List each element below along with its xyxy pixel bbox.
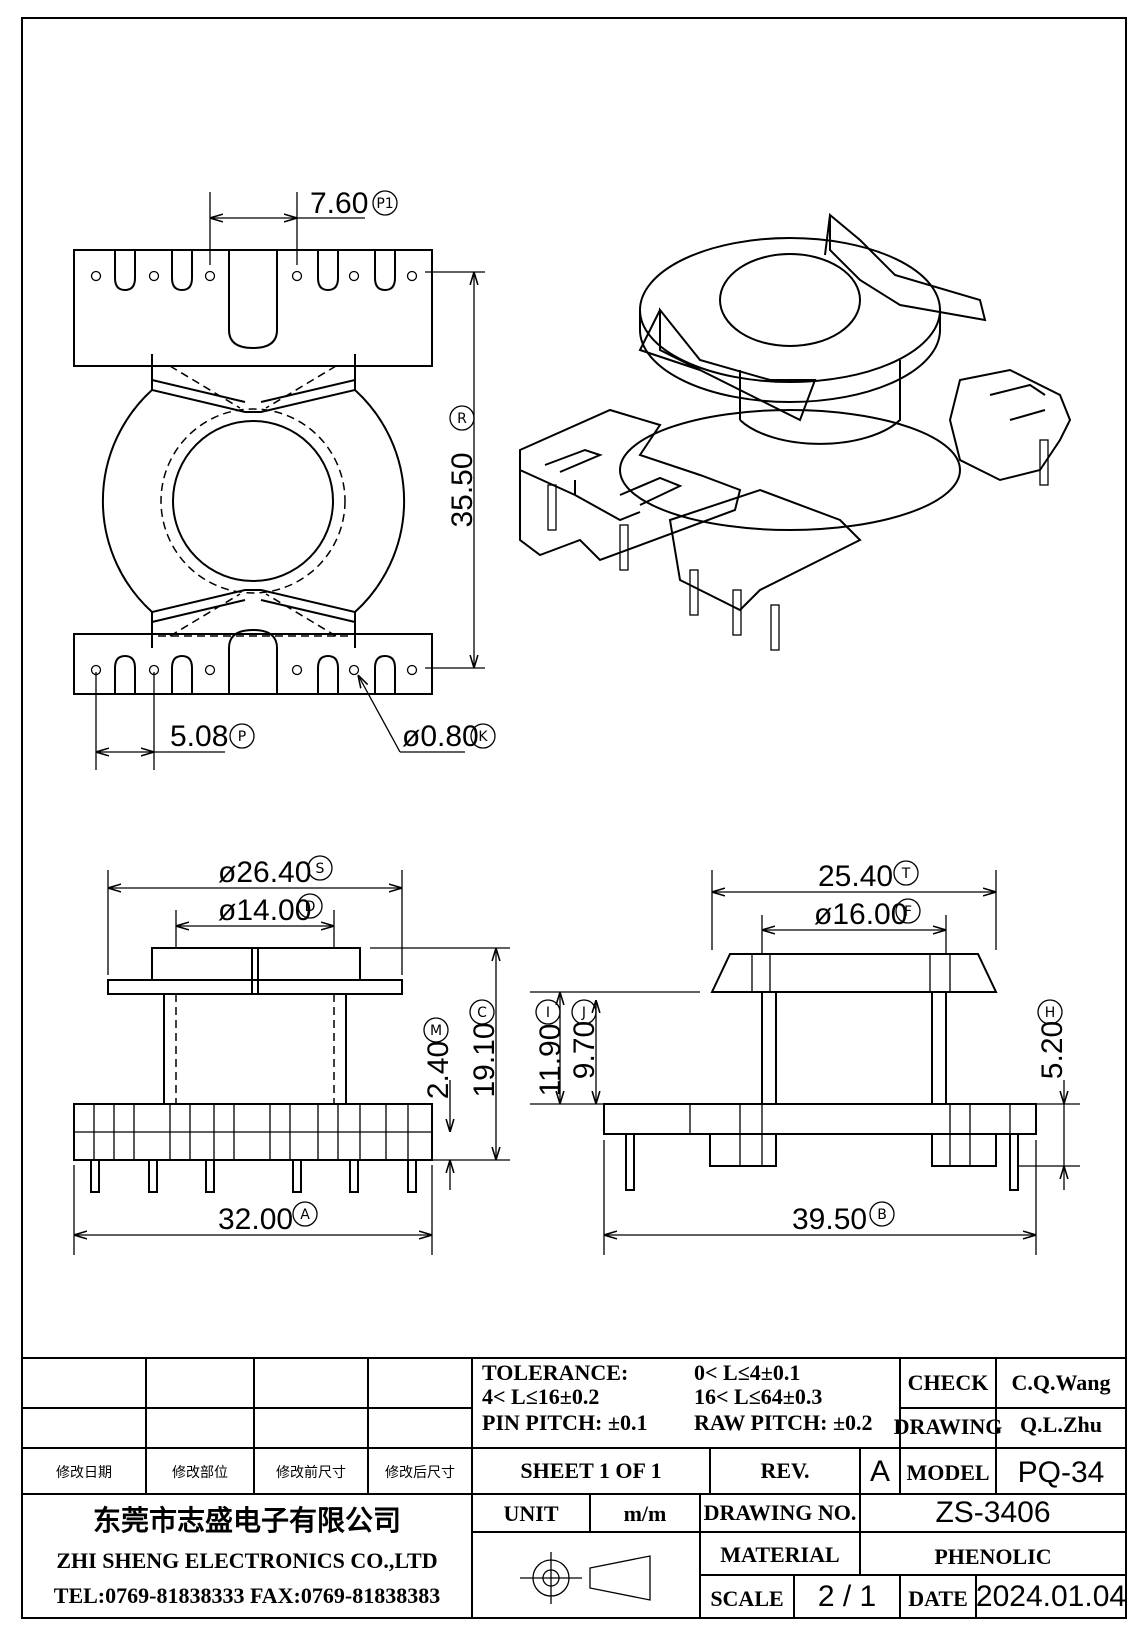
dim-pitch: 5.08	[170, 720, 228, 753]
tolerance-label: TOLERANCE:	[482, 1360, 628, 1385]
dim-pin-dia: ø0.80	[402, 720, 479, 753]
rev-col-before: 修改前尺寸	[276, 1464, 346, 1481]
dim-core-dia: ø14.00	[218, 894, 311, 927]
company-contact: TEL:0769-81838333 FAX:0769-81838383	[54, 1583, 440, 1608]
title-block: TOLERANCE: 0< L≤4±0.1 4< L≤16±0.2 16< L≤…	[22, 1357, 1126, 1618]
dim-h-i: 11.90	[534, 1024, 567, 1097]
tolerance-range-1: 0< L≤4±0.1	[694, 1360, 800, 1385]
tolerance-range-3: 16< L≤64±0.3	[694, 1384, 822, 1409]
material-label: MATERIAL	[720, 1542, 839, 1567]
rev-col-after: 修改后尺寸	[385, 1465, 455, 1481]
dim-pin-spacing-tag: P1	[376, 196, 393, 212]
unit-value: m/m	[624, 1501, 667, 1526]
material-value: PHENOLIC	[934, 1544, 1051, 1569]
projection-symbol-icon	[520, 1552, 651, 1604]
dim-width-a-tag: A	[300, 1207, 310, 1223]
rev-label: REV.	[760, 1458, 809, 1483]
unit-label: UNIT	[503, 1501, 558, 1526]
model-label: MODEL	[906, 1460, 989, 1485]
check-label: CHECK	[908, 1370, 989, 1395]
drawing-label: DRAWING	[894, 1414, 1003, 1439]
dim-h-j-tag: J	[581, 1005, 586, 1021]
dim-h-h-tag: H	[1045, 1005, 1056, 1021]
dim-height-tag: R	[457, 411, 467, 427]
dim-side-width-tag: T	[901, 866, 911, 882]
check-value: C.Q.Wang	[1011, 1370, 1110, 1395]
raw-pitch: RAW PITCH: ±0.2	[694, 1410, 873, 1435]
dim-core-dia-tag: D	[305, 899, 316, 915]
dim-total-h-tag: C	[477, 1005, 487, 1021]
dim-h-j: 9.70	[568, 1021, 601, 1079]
date-label: DATE	[908, 1586, 968, 1611]
date-value: 2024.01.04	[976, 1580, 1126, 1613]
dim-flange-dia-tag: S	[316, 861, 325, 877]
rev-col-date: 修改日期	[56, 1465, 112, 1481]
dim-h-h: 5.20	[1036, 1021, 1069, 1079]
rev-value: A	[870, 1455, 890, 1488]
dim-pin-dia-tag: K	[478, 729, 488, 745]
sheet-count: SHEET 1 OF 1	[520, 1458, 661, 1483]
top-view: 7.60 P1 35.50 R 5.08 P ø0.80 K	[73, 187, 496, 770]
scale-label: SCALE	[710, 1586, 783, 1611]
dim-side-width: 25.40	[818, 860, 893, 893]
isometric-view	[519, 212, 1072, 651]
dim-width-b: 39.50	[792, 1203, 867, 1236]
tolerance-range-2: 4< L≤16±0.2	[482, 1384, 599, 1409]
model-value: PQ-34	[1018, 1456, 1105, 1489]
dim-base-h: 2.40	[422, 1041, 455, 1099]
drawing-value: Q.L.Zhu	[1020, 1412, 1102, 1437]
dim-pitch-tag: P	[238, 729, 246, 745]
dim-total-h: 19.10	[468, 1022, 501, 1097]
dim-flange-dia: ø26.40	[218, 856, 311, 889]
drawing-no-label: DRAWING NO.	[704, 1500, 857, 1525]
pin-pitch: PIN PITCH: ±0.1	[482, 1410, 647, 1435]
company-name-cn: 东莞市志盛电子有限公司	[93, 1504, 401, 1537]
drawing-no-value: ZS-3406	[935, 1496, 1050, 1529]
dim-pin-spacing: 7.60	[310, 187, 368, 220]
scale-value: 2 / 1	[818, 1580, 876, 1613]
dim-width-b-tag: B	[877, 1207, 887, 1223]
dim-inner-dia-tag: F	[904, 904, 912, 920]
sheet-border	[21, 17, 1127, 1619]
dim-h-i-tag: I	[546, 1005, 550, 1021]
dim-inner-dia: ø16.00	[814, 898, 907, 931]
dim-base-h-tag: M	[430, 1023, 442, 1039]
company-name-en: ZHI SHENG ELECTRONICS CO.,LTD	[56, 1548, 437, 1573]
dim-height: 35.50	[446, 452, 479, 527]
side-view: 25.40 T ø16.00 F 11.90 9.70 I J 5.20 H	[530, 860, 1080, 1255]
front-view: ø26.40 S ø14.00 D 19.10 C 2.40 M 32.00 A	[73, 855, 510, 1255]
dim-width-a: 32.00	[218, 1203, 293, 1236]
rev-col-part: 修改部位	[172, 1465, 228, 1481]
